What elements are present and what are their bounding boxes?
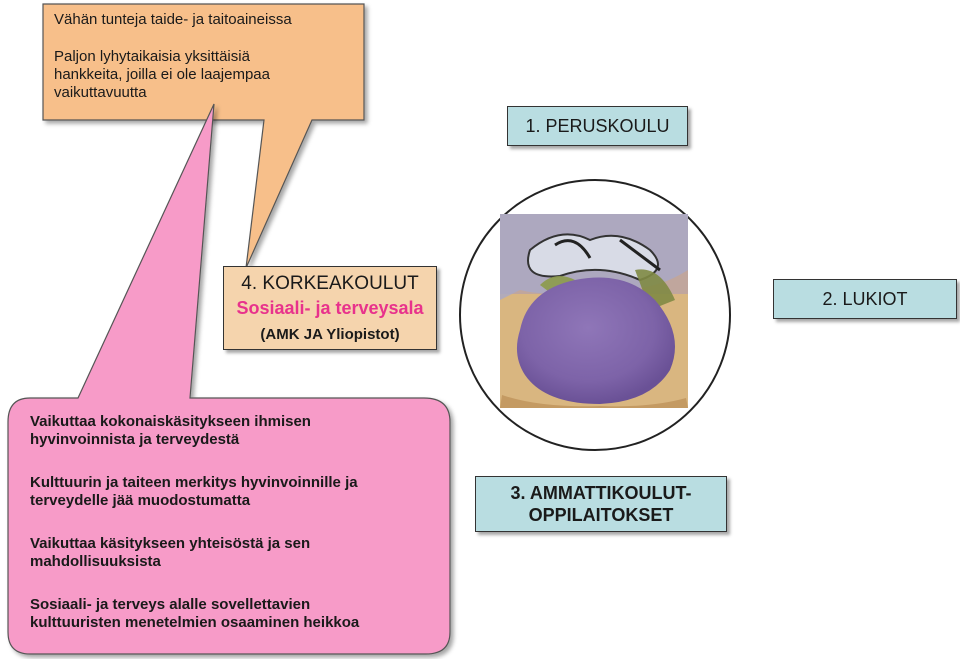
- callout-line: terveydelle jää muodostumatta: [30, 492, 251, 509]
- callout-line: vaikuttavuutta: [54, 84, 147, 101]
- box-subtitle: Sosiaali- ja terveysala: [236, 298, 424, 318]
- callout-line: mahdollisuuksista: [30, 553, 161, 570]
- callout-line: Paljon lyhytaikaisia yksittäisiä: [54, 48, 250, 65]
- callout-paragraph: Sosiaali- ja terveys alalle sovellettavi…: [30, 596, 359, 632]
- callout-line: kulttuuristen menetelmien osaaminen heik…: [30, 614, 360, 631]
- callout-line: Vaikuttaa kokonaiskäsitykseen ihmisen: [30, 413, 311, 430]
- top-callout-text: Vähän tunteja taide- ja taitoaineissa Pa…: [54, 11, 292, 102]
- callout-line: Vaikuttaa käsitykseen yhteisöstä ja sen: [30, 535, 311, 552]
- callout-paragraph: Kulttuurin ja taiteen merkitys hyvinvoin…: [30, 474, 359, 510]
- callout-paragraph: Vaikuttaa käsitykseen yhteisöstä ja sen …: [30, 535, 359, 571]
- callout-line: Sosiaali- ja terveys alalle sovellettavi…: [30, 596, 311, 613]
- watercolor-painting: [500, 214, 688, 408]
- callout-paragraph: Vaikuttaa kokonaiskäsitykseen ihmisen hy…: [30, 413, 359, 449]
- box-korkeakoulut: 4. KORKEAKOULUT Sosiaali- ja terveysala …: [223, 266, 437, 350]
- top-callout-bubble: [42, 3, 365, 269]
- box-label-line: 3. AMMATTIKOULUT-: [510, 483, 692, 503]
- painting-circle: [459, 179, 731, 451]
- box-peruskoulu: 1. PERUSKOULU: [507, 106, 688, 146]
- callout-line: Kulttuurin ja taiteen merkitys hyvinvoin…: [30, 474, 358, 491]
- box-label: 2. LUKIOT: [822, 289, 908, 309]
- box-ammattikoulut: 3. AMMATTIKOULUT- OPPILAITOKSET: [475, 476, 727, 532]
- box-label-line: OPPILAITOKSET: [528, 505, 674, 525]
- box-note: (AMK JA Yliopistot): [260, 326, 400, 343]
- callout-line: Vähän tunteja taide- ja taitoaineissa: [54, 11, 292, 28]
- box-title: 4. KORKEAKOULUT: [241, 273, 419, 294]
- box-lukiot: 2. LUKIOT: [773, 279, 957, 319]
- bottom-callout-text: Vaikuttaa kokonaiskäsitykseen ihmisen hy…: [30, 413, 359, 632]
- callout-line: hankkeita, joilla ei ole laajempaa: [54, 66, 270, 83]
- bottom-callout-bubble: [7, 103, 451, 655]
- box-label: 1. PERUSKOULU: [525, 116, 670, 136]
- callout-line: hyvinvoinnista ja terveydestä: [30, 431, 240, 448]
